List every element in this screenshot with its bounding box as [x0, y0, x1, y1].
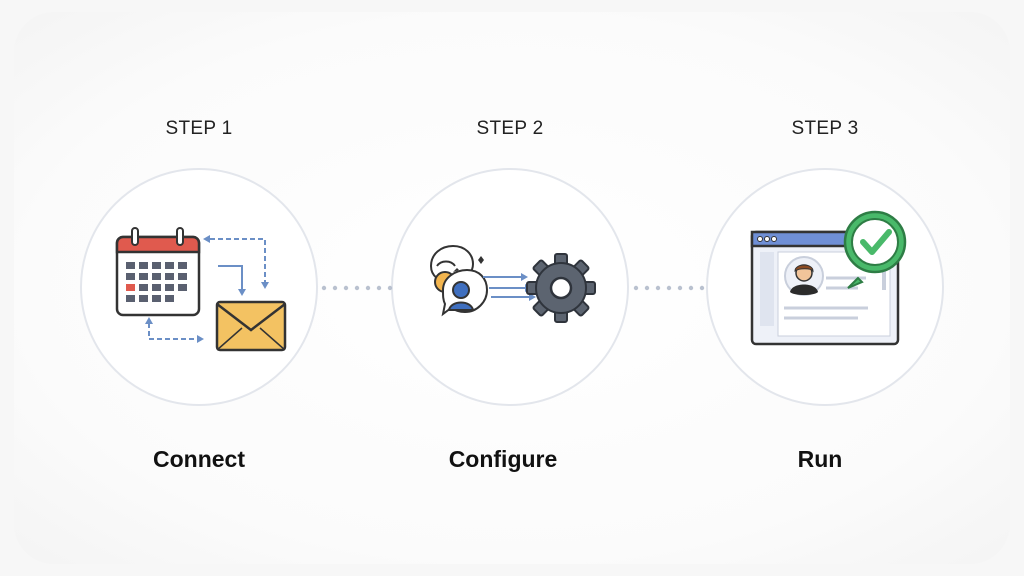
- gear-icon: [526, 253, 596, 323]
- dotted-connector-2: [633, 285, 705, 291]
- step-3-circle: [706, 168, 944, 406]
- step-1-circle: [80, 168, 318, 406]
- step-3-title: Run: [797, 446, 843, 472]
- step-1-illustration: [115, 227, 287, 352]
- sync-arrows-solid: [218, 265, 243, 290]
- sync-arrows-icon: [148, 238, 266, 340]
- step-2-illustration: [429, 244, 596, 323]
- step-3-label: STEP 3: [791, 118, 859, 139]
- profile-avatar-icon: [784, 256, 824, 296]
- chat-avatars-icon: [429, 244, 489, 317]
- step-1-label: STEP 1: [165, 118, 233, 139]
- arrows-icon: [483, 276, 529, 298]
- dotted-connector-1: [321, 285, 393, 291]
- step-3-illustration: [750, 210, 907, 346]
- step-2-title: Configure: [448, 446, 558, 472]
- step-2-circle: [391, 168, 629, 406]
- step-1-title: Connect: [153, 446, 245, 472]
- checkmark-bubble-icon: [843, 210, 907, 289]
- envelope-icon: [215, 300, 287, 352]
- step-2-label: STEP 2: [476, 118, 544, 139]
- calendar-icon: [115, 227, 201, 317]
